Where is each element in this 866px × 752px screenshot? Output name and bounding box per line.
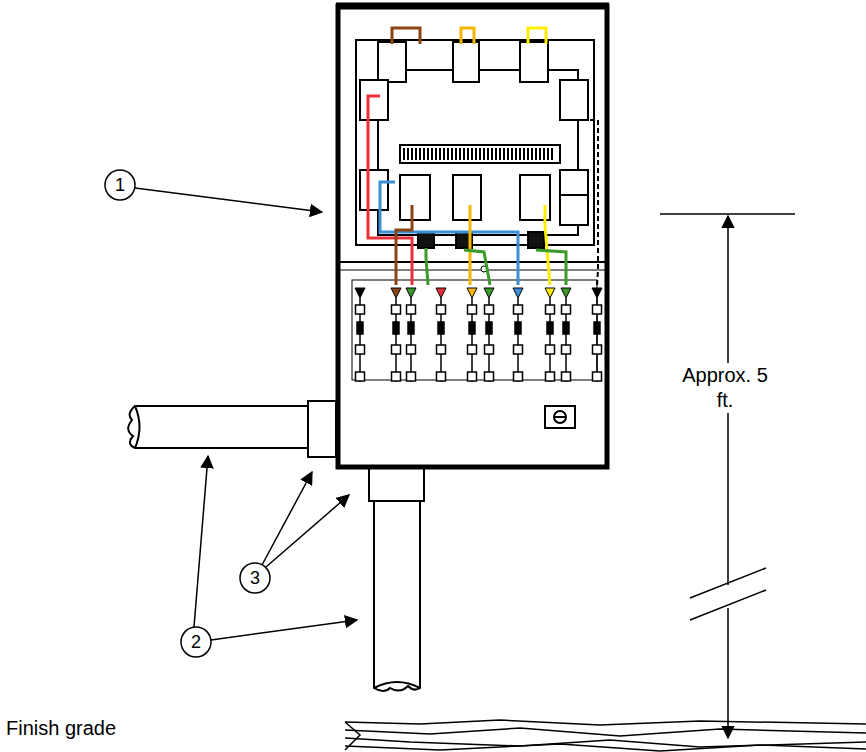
conduit xyxy=(128,401,336,457)
enclosure xyxy=(336,6,609,467)
terminal-block xyxy=(355,288,602,382)
conduit xyxy=(369,468,424,691)
callout-leaders xyxy=(105,170,357,657)
meter-display xyxy=(404,148,552,160)
grade-label: Finish grade xyxy=(6,716,116,741)
callout-number: 1 xyxy=(115,174,125,197)
callout-number: 2 xyxy=(191,631,201,654)
meter-panel xyxy=(356,40,594,248)
callout-number: 3 xyxy=(250,567,260,590)
dimension-label: Approx. 5 ft. xyxy=(679,363,771,413)
finish-grade xyxy=(345,720,866,751)
wiring xyxy=(368,28,598,285)
dimension-line xyxy=(660,214,795,738)
